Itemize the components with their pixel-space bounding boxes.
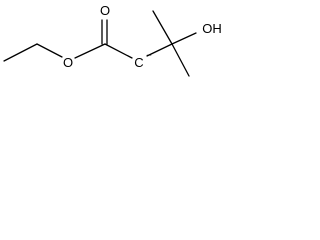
carbonyl-oxygen-label: O [100,3,110,18]
bond-quaternary-methyl-down [171,43,190,77]
chemical-structure-diagram: O O C − OH [3,3,222,77]
carbanion-carbon-label: C [134,55,143,70]
bond-ester-oxygen-carbonyl-carbon [74,43,106,59]
bond-quaternary-hydroxyl [171,32,197,45]
carbanion-charge-label: − [146,50,151,60]
ester-oxygen-label: O [63,55,73,70]
bond-ch2-ester-oxygen [36,43,63,58]
bond-carbonyl-carbanion [104,43,133,59]
bond-carbanion-quaternary-carbon [146,43,173,57]
bond-quaternary-methyl-up [152,10,173,45]
hydroxyl-label: OH [202,21,222,36]
bond-methyl-ch2 [3,43,38,62]
